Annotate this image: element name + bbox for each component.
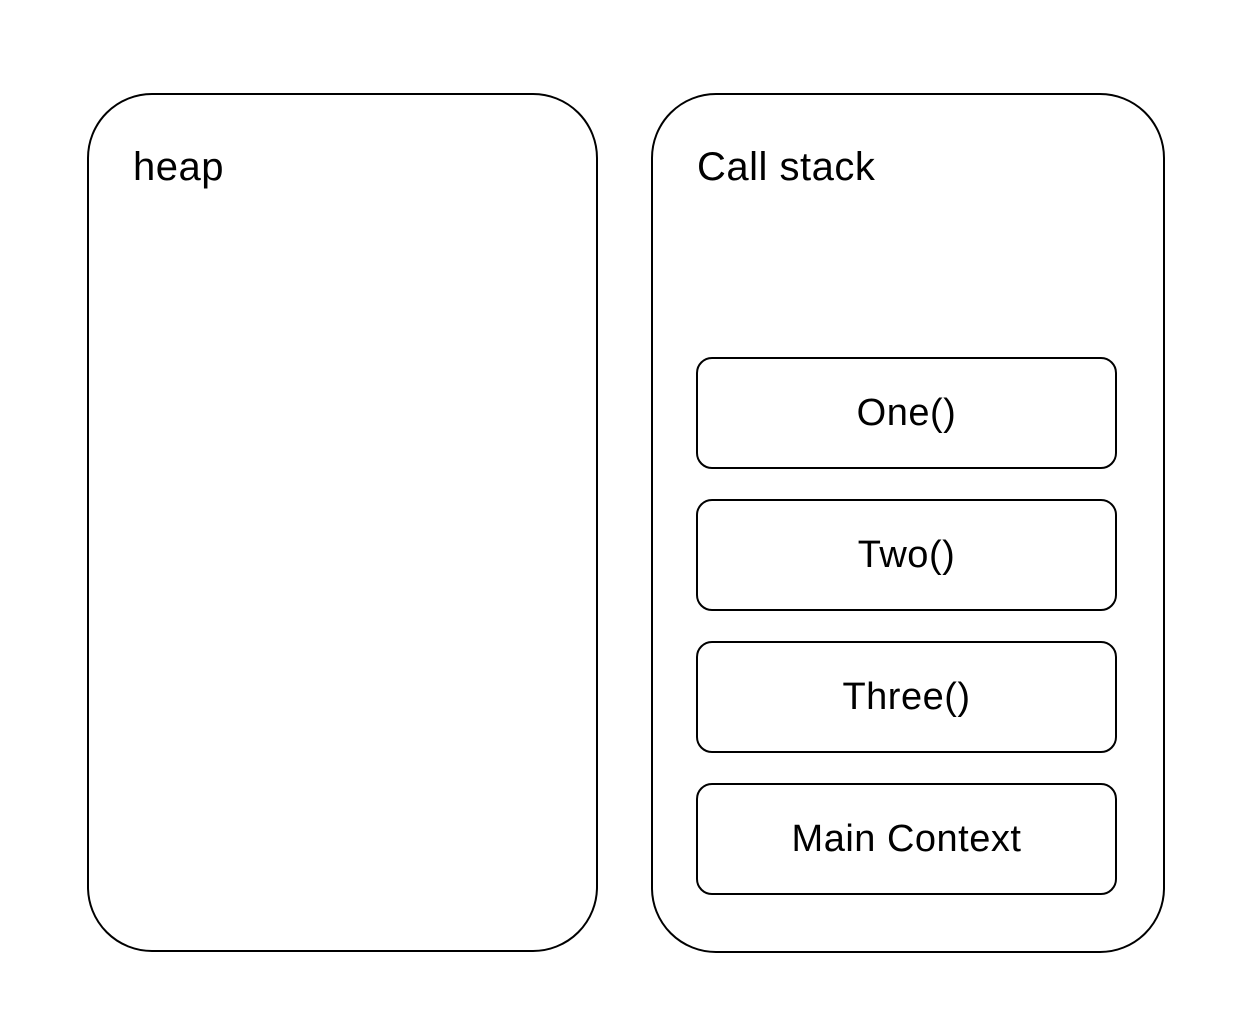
call-stack-frames: One() Two() Three() Main Context	[696, 357, 1117, 895]
stack-frame-two-label: Two()	[857, 534, 956, 576]
stack-frame-three-label: Three()	[842, 676, 971, 718]
stack-frame-two: Two()	[696, 499, 1117, 611]
stack-frame-one: One()	[696, 357, 1117, 469]
stack-frame-one-label: One()	[856, 392, 957, 434]
stack-frame-three: Three()	[696, 641, 1117, 753]
stack-frame-main-context-label: Main Context	[791, 818, 1022, 860]
call-stack-panel: Call stack One() Two() Three() Main Cont…	[651, 93, 1165, 953]
heap-panel: heap	[87, 93, 598, 952]
heap-title: heap	[133, 145, 224, 189]
call-stack-title: Call stack	[697, 145, 876, 189]
stack-frame-main-context: Main Context	[696, 783, 1117, 895]
